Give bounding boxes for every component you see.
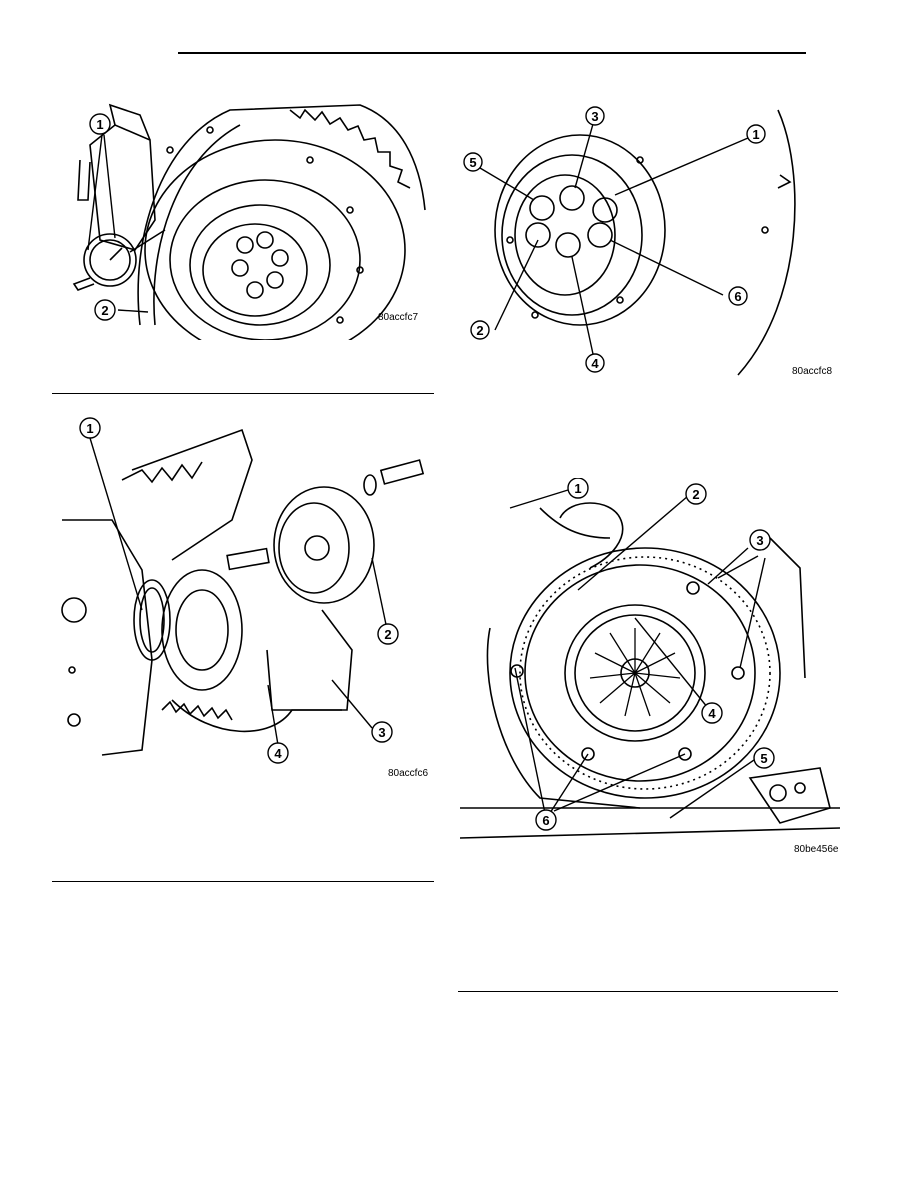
callout-5: 5	[469, 155, 476, 170]
callout-4: 4	[274, 746, 282, 761]
callout-2: 2	[692, 487, 699, 502]
callout-3: 3	[756, 533, 763, 548]
figure-clutch-assembly: 1 2 3 4 5 6 80be456e	[460, 478, 840, 858]
callout-1: 1	[86, 421, 93, 436]
figure-flywheel-exploded: 1 2 3 4 80accfc6	[52, 410, 436, 790]
figure-bolt-sequence: 1 2 3 4 5 6 80accfc8	[460, 100, 838, 380]
callout-1: 1	[752, 127, 759, 142]
callout-1: 1	[574, 481, 581, 496]
figure-code: 80accfc8	[792, 366, 833, 377]
callout-5: 5	[760, 751, 767, 766]
figure-rule	[52, 881, 434, 882]
callout-4: 4	[708, 706, 716, 721]
figure-flywheel-runout: 1 2 80accfc7	[60, 100, 430, 340]
callout-6: 6	[734, 289, 741, 304]
callout-4: 4	[591, 356, 599, 371]
callout-1: 1	[96, 117, 103, 132]
callout-2: 2	[384, 627, 391, 642]
figure-rule	[458, 991, 838, 992]
figure-code: 80accfc7	[378, 312, 419, 323]
callout-2: 2	[476, 323, 483, 338]
callout-2: 2	[101, 303, 108, 318]
header-rule	[178, 52, 806, 54]
figure-code: 80be456e	[794, 844, 839, 855]
callout-6: 6	[542, 813, 549, 828]
callout-3: 3	[378, 725, 385, 740]
callout-3: 3	[591, 109, 598, 124]
figure-code: 80accfc6	[388, 768, 429, 779]
figure-rule	[52, 393, 434, 394]
